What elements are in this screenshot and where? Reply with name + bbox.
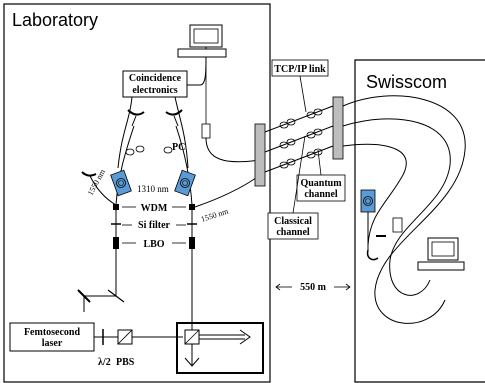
fiber-1550-left [89,175,117,206]
coincidence-electronics-box [122,70,188,98]
lbo-crystal-right [189,237,195,249]
pc-label: PC [172,142,185,153]
lab-connector-bar [254,123,266,187]
pump-box [176,322,264,374]
fiber-coil-icon [110,169,132,197]
wdm-label: WDM [141,203,168,214]
swisscom-title: Swisscom [366,72,447,92]
quantum-channel-box [296,174,346,202]
pbs-label: PBS [116,357,135,368]
fiber-1310-left [115,125,135,206]
laboratory-title: Laboratory [12,10,98,30]
detector-icon [127,109,145,127]
lbo-crystal-left [113,237,119,249]
mirror-icon [107,289,125,303]
beam-splitter-icon [184,329,200,345]
lab-pc-box [201,123,211,139]
laser-label-1: Femtosecond [24,327,81,338]
laboratory-box [3,3,271,383]
laser-label-2: laser [42,338,63,349]
swisscom-fiber-bottom [342,143,407,246]
swisscom-pc-box [392,217,403,233]
distance-label: 550 m [300,282,327,293]
swisscom-box [354,59,485,383]
swisscom-fiber-top [342,95,466,324]
wavelength-1550-left-label: 1550 nm [86,167,108,197]
swisscom-fiber-middle [342,118,451,296]
fiber-coil-icon [360,189,376,213]
detector-icon [165,109,183,127]
quantum-label-2: channel [304,189,338,200]
coincidence-label-1: Coincidence [129,73,182,84]
fiber-coil-icon [174,169,196,197]
lab-computer-icon [177,24,227,58]
fiber-link-top [264,105,334,133]
fiber-1310-right [175,125,193,206]
fiber-link-bottom [264,145,334,173]
fiber-1550-to-link [194,174,261,208]
detector-icon [81,171,97,177]
link-connector-bar [332,96,344,160]
swisscom-computer-icon [417,237,465,271]
wavelength-1310-label: 1310 nm [137,184,169,194]
half-wave-label: λ/2 [98,357,111,368]
si-filter-label: Si filter [138,220,170,231]
wavelength-1550-right-label: 1550 nm [200,206,230,224]
classical-label-2: channel [276,227,310,238]
polarization-controller-icon [125,145,173,156]
tcpip-link-label: TCP/IP link [274,64,326,75]
fiber-link-middle [264,125,334,153]
classical-label-1: Classical [274,216,312,227]
femtosecond-laser-box [9,322,95,352]
fiber-coil-icon [279,108,323,169]
electronics-wire-left [117,96,133,169]
classical-channel-box [267,212,319,240]
wdm-right-node [189,204,195,210]
electronics-wire-right [174,96,189,169]
coincidence-label-2: electronics [132,85,177,96]
wdm-left-node [113,204,119,210]
computer-wire [187,56,207,86]
beam-splitter-icon [117,329,133,345]
quantum-label-1: Quantum [300,178,342,189]
lbo-label: LBO [143,239,164,250]
